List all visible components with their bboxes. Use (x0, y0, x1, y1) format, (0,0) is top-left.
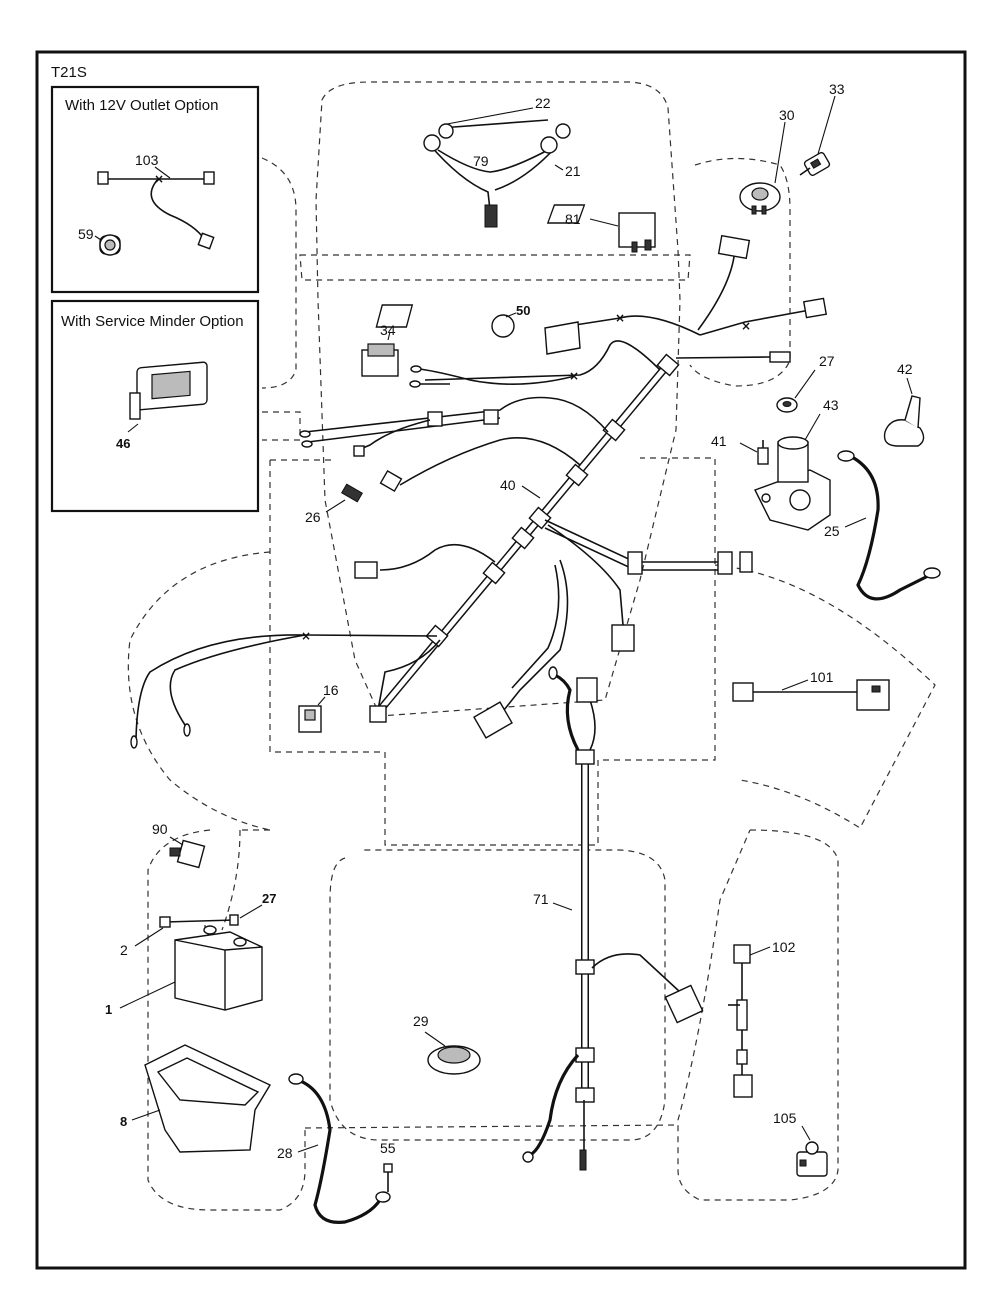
fuse-icon (341, 483, 363, 503)
callout-25: 25 (824, 523, 840, 539)
seat-switch-harness (728, 944, 753, 1098)
callout-41: 41 (711, 433, 727, 449)
diagram-code: T21S (51, 64, 87, 81)
callout-2: 2 (120, 942, 128, 958)
battery-cable-positive (837, 450, 941, 601)
service-minder-icon (129, 361, 208, 420)
callout-22: 22 (535, 95, 551, 111)
rear-wiring-harness (522, 666, 704, 1171)
callout-103: 103 (135, 152, 159, 168)
nut-icon (776, 397, 798, 413)
battery-tray-icon (144, 1044, 271, 1153)
power-outlet-icon (99, 234, 121, 256)
ground-screw-icon (383, 1163, 393, 1192)
callout-28: 28 (277, 1145, 293, 1161)
callout-71: 71 (533, 891, 549, 907)
starter-solenoid-icon (754, 436, 831, 531)
relay-icon (546, 204, 656, 253)
callout-55: 55 (380, 1140, 396, 1156)
callout-59: 59 (78, 226, 94, 242)
ignition-key-icon (799, 151, 831, 177)
callout-21: 21 (565, 163, 581, 179)
callout-30: 30 (779, 107, 795, 123)
callout-42: 42 (897, 361, 913, 377)
callout-16: 16 (323, 682, 339, 698)
tractor-outline (127, 81, 936, 1211)
diagram-frame (35, 50, 967, 1270)
headlight-harness (423, 119, 571, 228)
service-minder-option-box: With Service Minder Option 46 (50, 299, 260, 513)
callout-1: 1 (105, 1002, 112, 1017)
wire-junction-icon: × (154, 172, 164, 186)
main-wiring-harness: × × × (130, 234, 828, 749)
minder-option-title: With Service Minder Option (61, 313, 244, 330)
callout-79: 79 (473, 153, 489, 169)
callout-27b: 27 (262, 891, 276, 906)
accessory-harness (732, 679, 890, 711)
callout-102: 102 (772, 939, 796, 955)
terminal-boot-icon (883, 395, 925, 447)
outlet-option-title: With 12V Outlet Option (65, 97, 218, 114)
callout-40: 40 (500, 477, 516, 493)
callout-46: 46 (116, 436, 130, 451)
callout-90: 90 (152, 821, 168, 837)
svg-text:×: × (301, 629, 311, 643)
callout-8: 8 (120, 1114, 127, 1129)
callout-50: 50 (516, 303, 530, 318)
outlet-option-box: With 12V Outlet Option × 103 59 (50, 85, 260, 294)
callout-43: 43 (823, 397, 839, 413)
callout-34: 34 (380, 322, 396, 338)
battery-cable-negative (288, 1073, 391, 1224)
grommet-icon (427, 1045, 481, 1075)
callout-26: 26 (305, 509, 321, 525)
screw-icon (757, 440, 769, 465)
callout-81: 81 (565, 211, 581, 227)
circuit-breaker-icon (169, 839, 206, 869)
connector-plug-icon (298, 705, 322, 733)
switch-button-icon (375, 304, 515, 338)
callout-29: 29 (413, 1013, 429, 1029)
callout-27a: 27 (819, 353, 835, 369)
callout-105: 105 (773, 1110, 797, 1126)
svg-text:×: × (741, 319, 751, 333)
callout-101: 101 (810, 669, 834, 685)
callout-33: 33 (829, 81, 845, 97)
ignition-switch-icon (739, 182, 781, 215)
battery-icon (174, 925, 263, 1011)
svg-text:×: × (615, 311, 625, 325)
safety-switch-icon (796, 1141, 828, 1177)
rocker-switch-icon (361, 343, 399, 377)
